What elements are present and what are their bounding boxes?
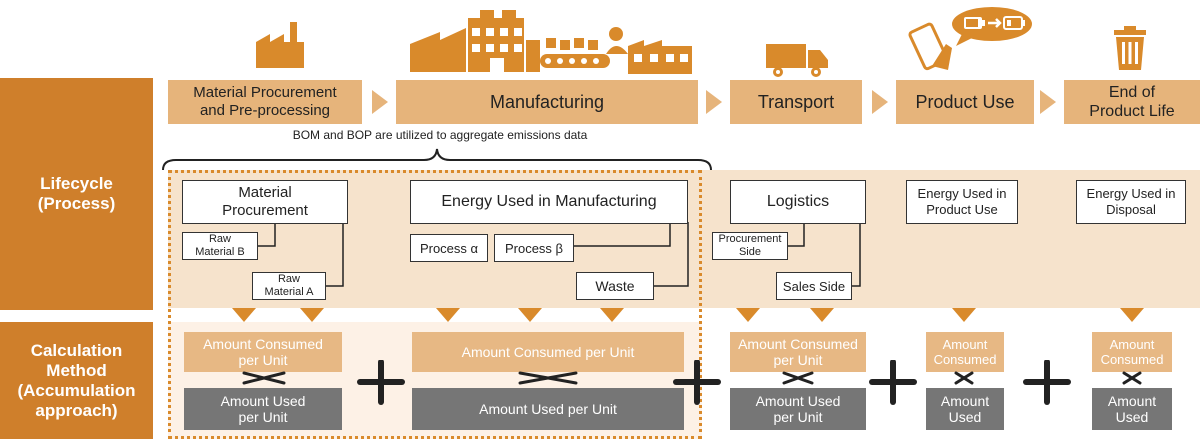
- factory-small-icon: [628, 40, 692, 74]
- calculation-method-label: Calculation Method (Accumulation approac…: [0, 322, 153, 439]
- multiply-icon: [782, 371, 814, 385]
- logistics-box: Logistics: [730, 180, 866, 224]
- manufacturing-plant-icon: [410, 10, 540, 72]
- multiply-icon: [518, 371, 578, 385]
- trash-bin-icon: [1114, 26, 1146, 70]
- chevron-right-icon: [872, 90, 888, 114]
- stage-product-use: Product Use: [896, 80, 1034, 124]
- amount-consumed-4: Amount Consumed: [926, 332, 1004, 372]
- amount-consumed-per-unit-3: Amount Consumed per Unit: [730, 332, 866, 372]
- amount-used-per-unit-3: Amount Used per Unit: [730, 388, 866, 430]
- process-alpha-box: Process α: [410, 234, 488, 262]
- amount-consumed-per-unit-2: Amount Consumed per Unit: [412, 332, 684, 372]
- procurement-side-box: Procurement Side: [712, 232, 788, 260]
- plus-icon: [673, 360, 721, 405]
- amount-used-4: Amount Used: [926, 388, 1004, 430]
- down-arrow-markers: [232, 308, 1144, 322]
- plus-icon: [357, 360, 405, 405]
- plus-icon: [869, 360, 917, 405]
- chevron-right-icon: [706, 90, 722, 114]
- stage-end-of-life: End of Product Life: [1064, 80, 1200, 124]
- amount-used-per-unit-2: Amount Used per Unit: [412, 388, 684, 430]
- amount-used-per-unit-1: Amount Used per Unit: [184, 388, 342, 430]
- multiply-icon: [954, 371, 974, 385]
- multiply-icon: [242, 371, 286, 385]
- amount-used-5: Amount Used: [1092, 388, 1172, 430]
- amount-consumed-per-unit-1: Amount Consumed per Unit: [184, 332, 342, 372]
- curly-brace: [162, 148, 712, 171]
- stage-transport: Transport: [730, 80, 862, 124]
- smartphone-battery-icon: [908, 7, 1032, 71]
- chevron-right-icon: [372, 90, 388, 114]
- factory-icon: [256, 22, 304, 68]
- bom-bop-scope-outline: [168, 170, 702, 439]
- energy-product-use-box: Energy Used in Product Use: [906, 180, 1018, 224]
- chevron-right-icon: [1040, 90, 1056, 114]
- waste-box: Waste: [576, 272, 654, 300]
- plus-icon: [1023, 360, 1071, 405]
- multiply-icon: [1122, 371, 1142, 385]
- lifecycle-label: Lifecycle (Process): [0, 78, 153, 310]
- sales-side-box: Sales Side: [776, 272, 852, 300]
- conveyor-worker-icon: [540, 27, 628, 68]
- bom-note: BOM and BOP are utilized to aggregate em…: [292, 128, 588, 142]
- energy-disposal-box: Energy Used in Disposal: [1076, 180, 1186, 224]
- material-procurement-box: Material Procurement: [182, 180, 348, 224]
- raw-material-b-box: Raw Material B: [182, 232, 258, 260]
- operators: [242, 360, 1142, 405]
- amount-consumed-5: Amount Consumed: [1092, 332, 1172, 372]
- energy-manufacturing-box: Energy Used in Manufacturing: [410, 180, 688, 224]
- stage-manufacturing: Manufacturing: [396, 80, 698, 124]
- process-beta-box: Process β: [494, 234, 574, 262]
- truck-icon: [766, 44, 828, 77]
- stage-material-procurement: Material Procurement and Pre-processing: [168, 80, 362, 124]
- raw-material-a-box: Raw Material A: [252, 272, 326, 300]
